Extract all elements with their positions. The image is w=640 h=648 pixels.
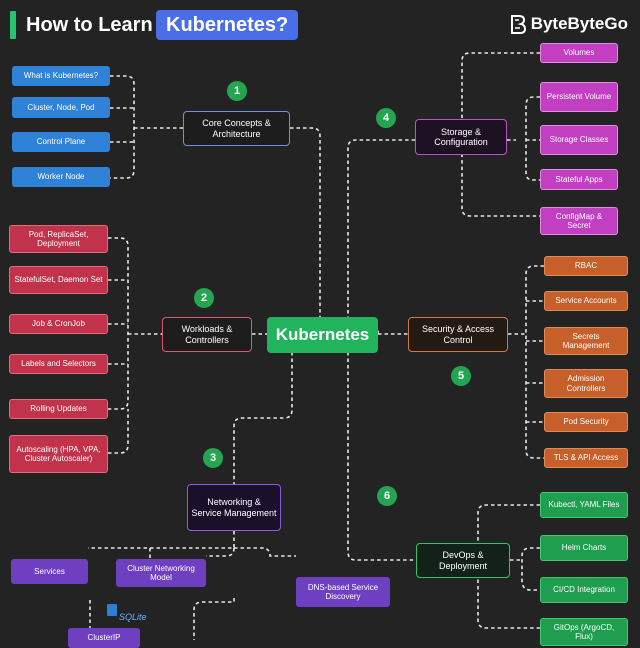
- security-item-tls-api-access: TLS & API Access: [544, 448, 628, 468]
- workload-item-labels-selectors: Labels and Selectors: [9, 354, 108, 374]
- topic-networking: Networking & Service Management: [187, 484, 281, 531]
- core-item-what-is-kubernetes: What is Kubernetes?: [12, 66, 110, 86]
- page-title-highlight: Kubernetes?: [156, 10, 299, 40]
- workload-item-job-cronjob: Job & CronJob: [9, 314, 108, 334]
- title-accent-bar: [10, 11, 16, 39]
- workload-item-rolling-updates: Rolling Updates: [9, 399, 108, 419]
- storage-item-volumes: Volumes: [540, 43, 618, 63]
- storage-item-configmap-secret: ConfigMap & Secret: [540, 207, 618, 235]
- devops-item-gitops: GitOps (ArgoCD, Flux): [540, 618, 628, 646]
- step-number-5: 5: [451, 366, 471, 386]
- security-item-pod-security: Pod Security: [544, 412, 628, 432]
- sqlite-watermark-icon: [107, 604, 117, 616]
- storage-item-storage-classes: Storage Classes: [540, 125, 618, 155]
- network-item-clusterip: ClusterIP: [68, 628, 140, 648]
- security-item-admission-controllers: Admission Controllers: [544, 369, 628, 398]
- topic-core-concepts: Core Concepts & Architecture: [183, 111, 290, 146]
- bytebytego-logo-icon: [511, 15, 527, 34]
- topic-storage-configuration: Storage & Configuration: [415, 119, 507, 155]
- workload-item-pod-replicaset: Pod, ReplicaSet, Deployment: [9, 225, 108, 253]
- security-item-rbac: RBAC: [544, 256, 628, 276]
- security-item-service-accounts: Service Accounts: [544, 291, 628, 311]
- core-item-control-plane: Control Plane: [12, 132, 110, 152]
- step-number-1: 1: [227, 81, 247, 101]
- network-item-services: Services: [11, 559, 88, 584]
- workload-item-statefulset: StatefulSet, Daemon Set: [9, 266, 108, 294]
- network-item-cluster-networking: Cluster Networking Model: [116, 559, 206, 587]
- storage-item-stateful-apps: Stateful Apps: [540, 169, 618, 190]
- step-number-2: 2: [194, 288, 214, 308]
- sqlite-watermark: SQLite: [119, 612, 147, 622]
- step-number-3: 3: [203, 448, 223, 468]
- workload-item-autoscaling: Autoscaling (HPA, VPA, Cluster Autoscale…: [9, 435, 108, 473]
- step-number-6: 6: [377, 486, 397, 506]
- brand-name: ByteByteGo: [530, 14, 628, 33]
- storage-item-persistent-volume: Persistent Volume: [540, 82, 618, 112]
- topic-devops-deployment: DevOps & Deployment: [416, 543, 510, 578]
- topic-security-access: Security & Access Control: [408, 317, 508, 352]
- page-title: How to Learn: [26, 14, 153, 36]
- security-item-secrets-management: Secrets Management: [544, 327, 628, 355]
- topic-workloads-controllers: Workloads & Controllers: [162, 317, 252, 352]
- devops-item-helm-charts: Helm Charts: [540, 535, 628, 561]
- center-node-kubernetes: Kubernetes: [267, 317, 378, 353]
- devops-item-cicd-integration: CI/CD Integration: [540, 577, 628, 603]
- step-number-4: 4: [376, 108, 396, 128]
- network-item-dns-discovery: DNS-based Service Discovery: [296, 577, 390, 607]
- core-item-worker-node: Worker Node: [12, 167, 110, 187]
- devops-item-kubectl-yaml: Kubectl, YAML Files: [540, 492, 628, 518]
- core-item-cluster-node-pod: Cluster, Node, Pod: [12, 97, 110, 118]
